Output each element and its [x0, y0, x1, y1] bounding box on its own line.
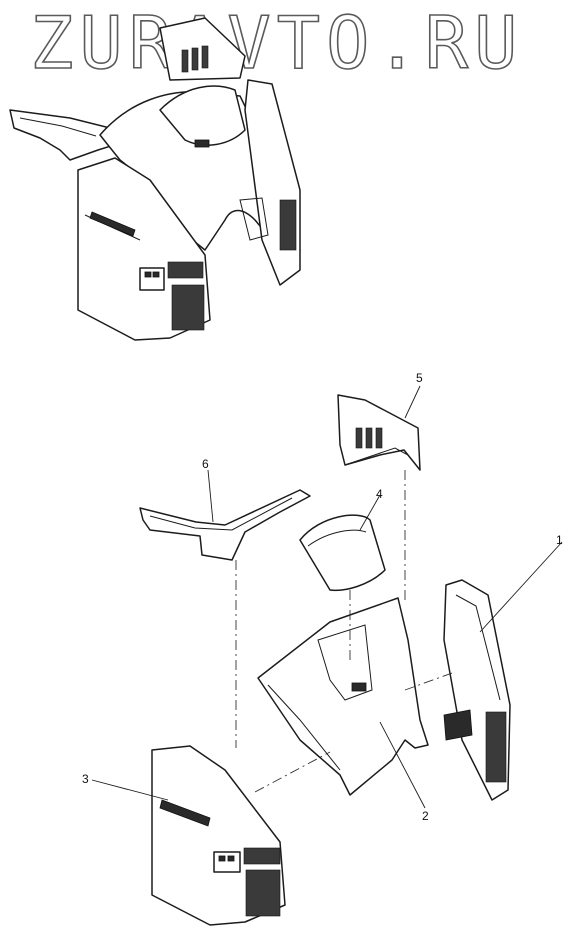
watermark-text: ZURAVTO.RU	[30, 1, 523, 85]
callout-5: 5	[416, 371, 423, 385]
part-4-dash-cover	[299, 514, 386, 592]
part-3-front-block	[151, 745, 286, 926]
callout-4: 4	[376, 487, 383, 501]
callout-2: 2	[422, 809, 429, 823]
assembly-lines	[235, 470, 456, 793]
callout-6: 6	[202, 457, 209, 471]
leader-lines	[91, 385, 563, 809]
part-5-vent-cluster	[337, 394, 421, 471]
part-2-central-shroud	[257, 597, 429, 796]
part-1-side-panel	[443, 579, 511, 801]
part-6-front-bracket	[139, 489, 311, 561]
callout-3: 3	[82, 772, 89, 786]
assembled-hood-view	[9, 17, 301, 341]
callout-1: 1	[556, 533, 563, 547]
